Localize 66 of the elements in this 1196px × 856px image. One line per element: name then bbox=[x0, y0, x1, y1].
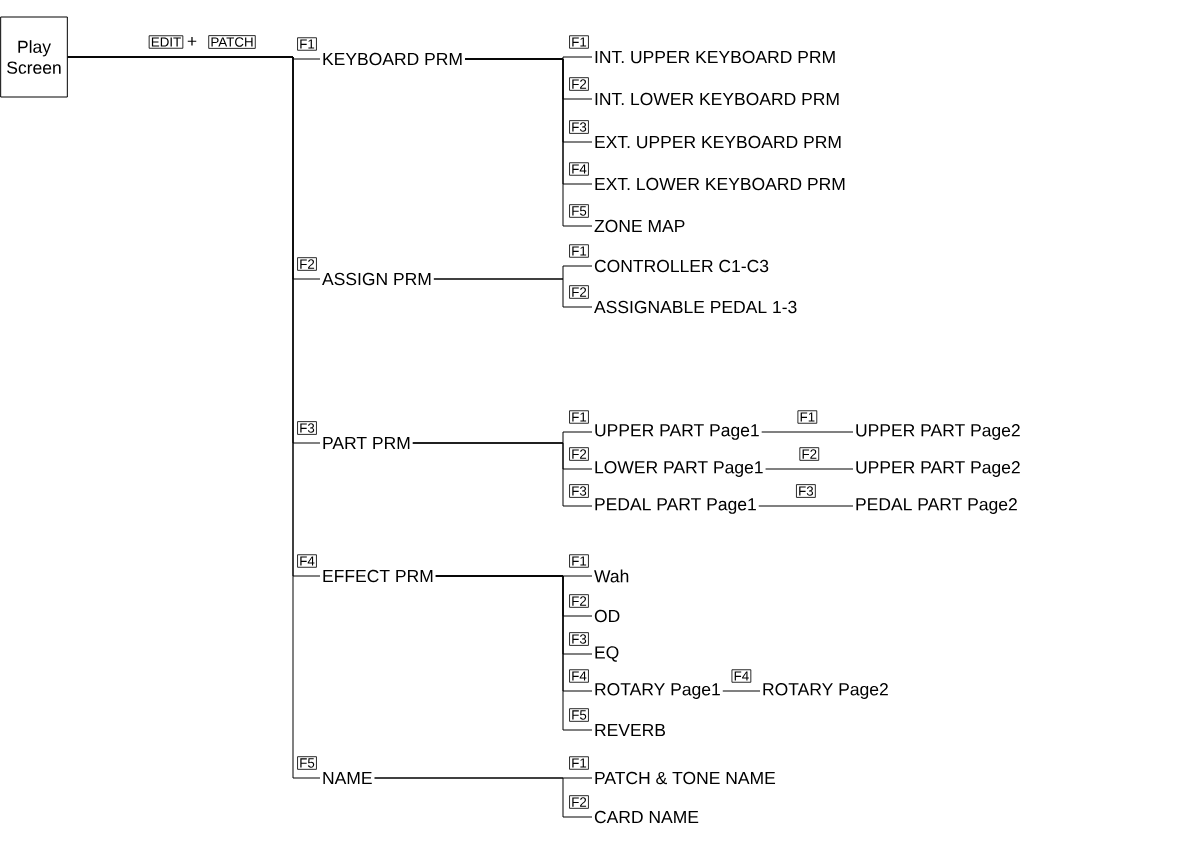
menu-item: ROTARY Page2 bbox=[763, 683, 888, 699]
connector-line bbox=[765, 468, 854, 470]
menu-item: UPPER PART Page2 bbox=[856, 424, 1020, 440]
key-label: F1 bbox=[569, 756, 589, 770]
connector-line bbox=[433, 278, 593, 308]
key-label: F4 bbox=[569, 669, 589, 683]
menu-item: LOWER PART Page1 bbox=[595, 461, 763, 477]
connector-line bbox=[374, 777, 593, 818]
key-label: F3 bbox=[297, 421, 317, 435]
menu-item: Wah bbox=[594, 569, 629, 583]
menu-item: PART PRM bbox=[323, 437, 410, 450]
key-label: F3 bbox=[796, 484, 816, 498]
key-label: F1 bbox=[797, 410, 818, 424]
connector-line bbox=[722, 690, 761, 692]
menu-item: INT. UPPER KEYBOARD PRM bbox=[595, 50, 835, 64]
menu-item: INT. LOWER KEYBOARD PRM bbox=[595, 92, 839, 106]
menu-item: UPPER PART Page2 bbox=[856, 461, 1020, 477]
menu-item: PEDAL PART Page1 bbox=[595, 498, 756, 514]
menu-item: CARD NAME bbox=[594, 810, 699, 824]
key-label: PATCH bbox=[208, 35, 256, 49]
menu-item: KEYBOARD PRM bbox=[323, 52, 462, 66]
connector-line bbox=[464, 58, 593, 227]
key-label: F2 bbox=[569, 594, 589, 608]
menu-item: NAME bbox=[323, 772, 372, 785]
key-label: F5 bbox=[297, 756, 317, 770]
key-label: F1 bbox=[569, 554, 589, 568]
menu-item: EFFECT PRM bbox=[323, 569, 433, 583]
menu-item: ASSIGNABLE PEDAL 1-3 bbox=[594, 300, 797, 314]
menu-item: EXT. UPPER KEYBOARD PRM bbox=[595, 135, 841, 149]
menu-item: REVERB bbox=[595, 724, 666, 737]
key-label: F1 bbox=[297, 37, 317, 51]
key-label: F2 bbox=[297, 257, 317, 271]
key-label: F1 bbox=[569, 35, 589, 49]
connector-line bbox=[412, 442, 593, 507]
key-label: F1 bbox=[569, 410, 589, 424]
key-label: F3 bbox=[569, 120, 589, 134]
key-label: F1 bbox=[569, 244, 589, 258]
screen-box: Play Screen bbox=[0, 16, 68, 98]
key-label: EDIT bbox=[148, 35, 184, 49]
key-label: F4 bbox=[731, 669, 752, 683]
connector-line bbox=[761, 431, 854, 433]
menu-item: EQ bbox=[595, 646, 619, 662]
menu-item: UPPER PART Page1 bbox=[595, 424, 759, 440]
menu-item: EXT. LOWER KEYBOARD PRM bbox=[595, 177, 845, 191]
key-label: F2 bbox=[569, 795, 589, 809]
connector-line bbox=[67, 56, 321, 779]
key-label: F2 bbox=[569, 285, 589, 299]
connector-line bbox=[758, 505, 854, 507]
key-label: F3 bbox=[569, 484, 589, 498]
key-label: F2 bbox=[799, 447, 820, 461]
key-label: F2 bbox=[569, 77, 589, 91]
menu-item: ZONE MAP bbox=[594, 219, 685, 233]
connector-line bbox=[435, 575, 593, 731]
menu-item: ASSIGN PRM bbox=[322, 272, 431, 286]
key-label: F4 bbox=[569, 162, 589, 176]
key-label: F5 bbox=[569, 708, 589, 722]
key-label: F5 bbox=[569, 204, 589, 218]
menu-item: PEDAL PART Page2 bbox=[856, 498, 1017, 514]
menu-item: ROTARY Page1 bbox=[595, 683, 720, 699]
plus-sign: + bbox=[187, 36, 197, 46]
key-label: F3 bbox=[569, 632, 589, 646]
menu-item: CONTROLLER C1-C3 bbox=[594, 259, 769, 273]
key-label: F2 bbox=[569, 447, 589, 461]
menu-item: OD bbox=[594, 609, 620, 623]
key-label: F4 bbox=[297, 554, 317, 568]
menu-item: PATCH & TONE NAME bbox=[595, 771, 776, 785]
